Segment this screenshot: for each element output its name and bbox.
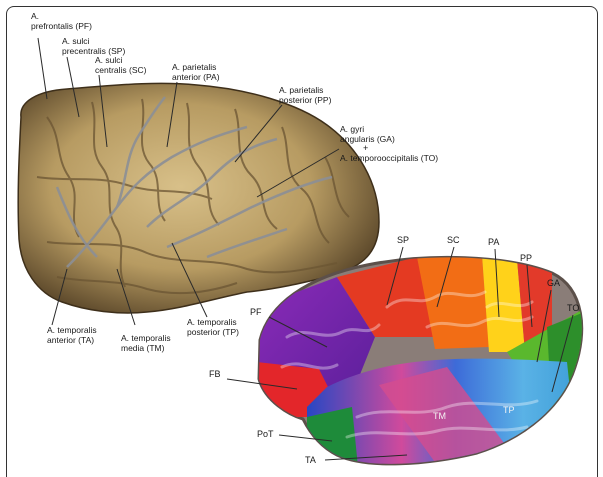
brain-arteries-figure: A. prefrontalis (PF) A. sulci precentral… bbox=[7, 7, 597, 477]
label-pa-line1: A. parietalis bbox=[172, 62, 216, 72]
label-pf-line1: A. bbox=[31, 11, 39, 21]
label-ta-line2: anterior (TA) bbox=[47, 335, 94, 345]
map-label-to: TO bbox=[567, 303, 579, 313]
label-sc-line1: A. sulci bbox=[95, 55, 123, 65]
map-label-tm: TM bbox=[433, 411, 446, 421]
map-label-pf: PF bbox=[250, 307, 262, 317]
map-label-ga: GA bbox=[547, 278, 560, 288]
label-tm-line1: A. temporalis bbox=[121, 333, 171, 343]
label-tm-line2: media (TM) bbox=[121, 343, 165, 353]
label-tp-line2: posterior (TP) bbox=[187, 327, 239, 337]
label-ga-line1: A. gyri bbox=[340, 124, 364, 134]
label-pa-line2: anterior (PA) bbox=[172, 72, 220, 82]
map-label-pa: PA bbox=[488, 237, 499, 247]
label-to: A. temporooccipitalis (TO) bbox=[340, 153, 438, 163]
map-label-pot: PoT bbox=[257, 429, 274, 439]
label-tp-line1: A. temporalis bbox=[187, 317, 237, 327]
label-ta-line1: A. temporalis bbox=[47, 325, 97, 335]
map-label-pp: PP bbox=[520, 253, 532, 263]
map-label-sp: SP bbox=[397, 235, 409, 245]
figure-frame: A. prefrontalis (PF) A. sulci precentral… bbox=[6, 6, 598, 477]
label-sc-line2: centralis (SC) bbox=[95, 65, 147, 75]
label-pf-line2: prefrontalis (PF) bbox=[31, 21, 92, 31]
map-label-sc: SC bbox=[447, 235, 460, 245]
label-sp-line1: A. sulci bbox=[62, 36, 90, 46]
label-pp-line1: A. parietalis bbox=[279, 85, 323, 95]
map-label-fb: FB bbox=[209, 369, 221, 379]
map-label-ta: TA bbox=[305, 455, 316, 465]
label-pp-line2: posterior (PP) bbox=[279, 95, 332, 105]
map-label-tp: TP bbox=[503, 405, 515, 415]
label-plus: + bbox=[363, 143, 368, 153]
